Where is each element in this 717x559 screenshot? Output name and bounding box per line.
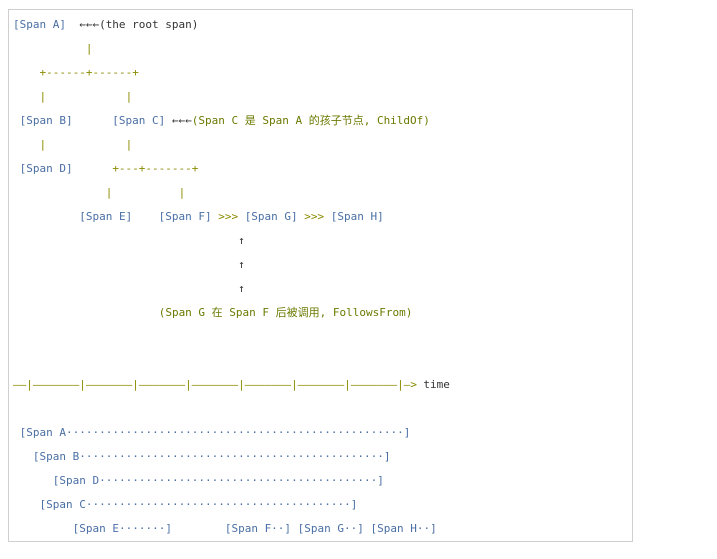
line-12-token-1: ↑ <box>13 282 245 295</box>
line-6-token-1: | | <box>13 138 133 151</box>
line-1-token-1: [Span A] <box>13 18 66 31</box>
line-22-token-4 <box>291 522 298 536</box>
line-9-token-5: [Span G] <box>244 210 298 223</box>
line-5-token-3: [Span C] <box>112 114 166 127</box>
line-1-token-2: ←←←(the root span) <box>65 18 199 31</box>
line-11-token-1: ↑ <box>13 258 245 271</box>
line-13-token-1: (Span G 在 Span F 后被调用, FollowsFrom) <box>13 306 413 319</box>
line-7-token-1: [Span D] <box>13 162 73 175</box>
line-20-token-1: [Span D·································… <box>13 474 384 487</box>
line-3-token-1: +------+------+ <box>13 66 139 79</box>
line-18-token-1: [Span A·································… <box>13 426 411 439</box>
line-5-token-4: ←←← <box>165 114 192 127</box>
line-16-token-2: time <box>416 378 450 391</box>
line-9-token-7: [Span H] <box>330 210 384 223</box>
line-7-token-2: +---+-------+ <box>72 162 199 175</box>
ascii-diagram: [Span A] ←←←(the root span) | +------+--… <box>9 10 632 541</box>
line-21-token-1: [Span C·································… <box>13 498 358 511</box>
line-19-token-1: [Span B·································… <box>13 450 391 463</box>
line-22-token-7: [Span H··] <box>370 522 437 535</box>
code-block: [Span A] ←←←(the root span) | +------+--… <box>8 9 633 542</box>
line-9-token-1: [Span E] <box>13 210 133 223</box>
line-9-token-4: >>> <box>211 210 245 223</box>
line-9-token-2 <box>132 210 159 224</box>
line-10-token-1: ↑ <box>13 234 245 247</box>
line-9-token-3: [Span F] <box>158 210 212 223</box>
line-16-token-1: ––|–––––––|–––––––|–––––––|–––––––|–––––… <box>13 378 417 391</box>
line-22-token-1: [Span E·······] <box>13 522 172 535</box>
line-22-token-3: [Span F··] <box>224 522 292 535</box>
line-22-token-2 <box>172 522 225 536</box>
line-8-token-1: | | <box>13 186 186 199</box>
line-2-token-1: | <box>13 42 93 55</box>
line-5-token-1: [Span B] <box>13 114 73 127</box>
line-9-token-6: >>> <box>297 210 331 223</box>
line-22-token-5: [Span G··] <box>297 522 364 535</box>
line-5-token-2 <box>73 114 113 128</box>
line-4-token-1: | | <box>13 90 133 103</box>
line-5-token-5: (Span C 是 Span A 的孩子节点, ChildOf) <box>191 114 430 127</box>
